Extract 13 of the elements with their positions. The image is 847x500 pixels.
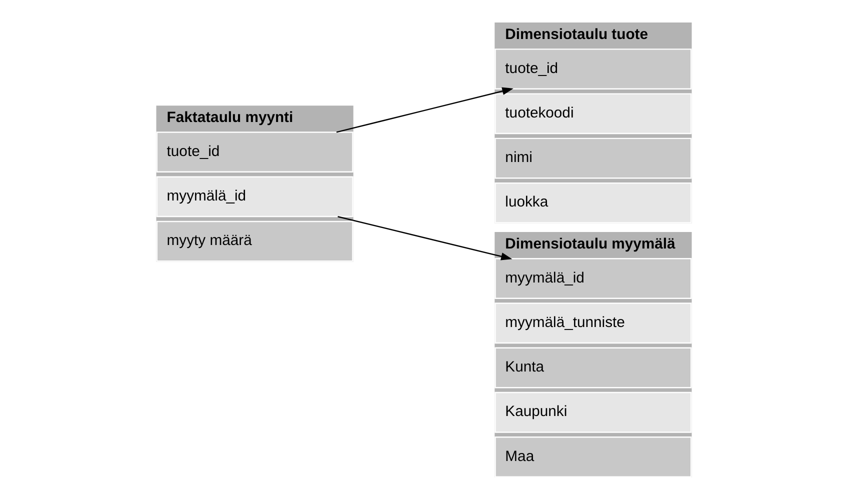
node-box: Kaupunki [494, 392, 692, 433]
node-box: tuote_id [494, 48, 692, 90]
node-box: Maa [494, 436, 692, 478]
node-box: Kunta [494, 347, 692, 388]
node-box: nimi [494, 138, 692, 179]
node-box: luokka [494, 182, 692, 224]
arrow [336, 87, 513, 133]
node-box: myyty määrä [156, 220, 353, 262]
node-box: tuotekoodi [494, 93, 692, 134]
node-box: myymälä_tunniste [494, 302, 692, 344]
node-box: myymälä_id [494, 258, 692, 299]
node-box: myymälä_id [156, 176, 353, 218]
node-box: tuote_id [156, 132, 353, 173]
